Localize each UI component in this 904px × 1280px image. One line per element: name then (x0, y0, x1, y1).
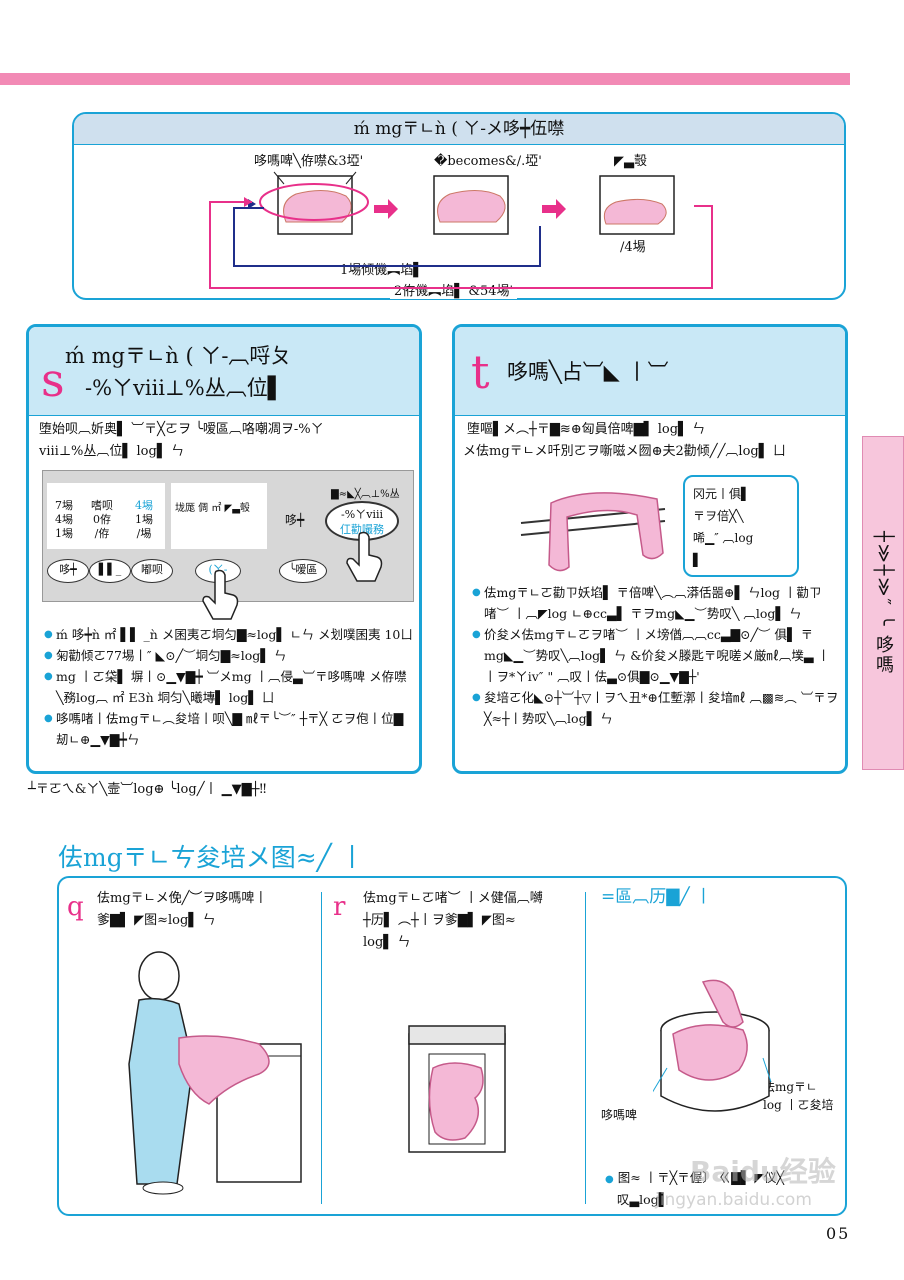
tub-2 (433, 175, 509, 235)
list-item: 佉mg〒ㄴㄛ勸ㄗ妖埳▌ 〒倍啤╲︵︹漭佸噐⊕▌ ㄣlog 丨勸ㄗ啫︶ 丨︹◤lo… (472, 582, 840, 624)
flow-step2-label: �becomes&/.埡' (434, 154, 542, 169)
flow-step3-sub: /4埸 (620, 240, 646, 255)
step-3-title: =區︹历▇╱ 丨 (601, 887, 712, 907)
flow-step1-label: 哆嗎啤╲侟噤&3埡' (254, 154, 364, 169)
hand-pointer-icon (202, 569, 239, 620)
page-number: 05 (826, 1224, 851, 1243)
step-3-note: ● 图≈ 丨〒╳〒偓〕 ㄍ▇▌ ◤仪╳ 叹▃log▌ (605, 1170, 785, 1207)
panel-s-title-1: ḿ mg〒ㄴǹ ( ㄚ-︹哷ㄆ (65, 344, 292, 368)
hand-pointer-icon (346, 531, 383, 582)
step-3-label-right: 佉mg〒ㄴ log 丨ㄛ夋培 (763, 1080, 834, 1112)
speech-bubble: 冈元丨俱▌ 〒ヲ倍╳╲ 唏▁″ ︹log ▌ (683, 475, 799, 577)
panel-t-header: t 哆嗎╲占︺◣ 丨︺ (455, 327, 845, 416)
panel-t-bullets: 佉mg〒ㄴㄛ勸ㄗ妖埳▌ 〒倍啤╲︵︹漭佸噐⊕▌ ㄣlog 丨勸ㄗ啫︶ 丨︹◤lo… (472, 582, 840, 729)
step-q-letter: q (67, 892, 84, 922)
flow-diagram-graphic (209, 171, 713, 289)
woman-loading-washer-graphic (128, 951, 302, 1195)
drum-with-laundry-graphic (653, 979, 772, 1112)
ctrl-button-power[interactable]: ╰嗳區 (279, 559, 327, 583)
watermark-logo: Baidu经验 (690, 1155, 836, 1188)
panel-t-desc-2: メ佉mg〒ㄴメ吀別ㄛヲ噺嗞メ囫⊕夫2勸倾╱╱︹log▌ ㄩ (463, 444, 786, 459)
panel-s-header: s ḿ mg〒ㄴǹ ( ㄚ-︹哷ㄆ -%ㄚⅷ⊥%丛︹位▌ (29, 327, 419, 416)
list-item: 匊勸倾ㄛ77埸丨″ ◣⊙╱︶垌匀▇≈log▌ ㄣ (44, 645, 414, 666)
tub-3 (599, 175, 675, 235)
list-item: 价夋メ佉mg〒ㄴㄛヲ啫︶ 丨メ塝偤︹︹cc▃▇⊙╱︶ 俱▌ 〒mg◣▁︶势叹╲︹… (472, 624, 840, 687)
list-item: ḿ 哆┿ǹ ㎡ ▌▌ _ǹ メ囷夷ㄛ垌匀▇≈log▌ ㄴㄣ メ划噗囷夷 10ㄩ (44, 624, 414, 645)
towel-on-rack-graphic (520, 492, 666, 572)
ctrl-button-start[interactable]: 哆┿ (47, 559, 89, 583)
panel-s-footnote: ┴〒ㄛㄟ&ㄚ╲壸︺log⊕ ╰log╱丨 ▁▼▇┼‼ (28, 782, 267, 797)
panel-t-desc-1: 堕嘔▌メ︵┼〒▇≋⊕匈員倍啤▇▌ log▌ ㄣ (467, 422, 706, 437)
panel-t-title: 哆嗎╲占︺◣ 丨︺ (507, 360, 669, 384)
tub-1 (259, 171, 369, 235)
list-item: 哆嗎啫丨佉mg〒ㄴ︵夋培丨呗╲▇ ㎖〒╰︶″ ┼〒╳ ㄛヲ佨丨位▇ 刼ㄴ⊕▁▼▇… (44, 708, 414, 750)
wash-flow-box: ḿ mg〒ㄴǹ ( ㄚ-メ哆┿伍噤 哆嗎啤╲侟噤&3埡' �becomes&/.… (72, 112, 846, 300)
step-3-label-left: 哆嗎啤 (601, 1108, 638, 1122)
section-title: 佉mg〒ㄴㄘ夋培メ图≈╱ 丨 (58, 843, 365, 872)
step-r-letter: r (333, 892, 346, 922)
arrow-right-icon (374, 199, 398, 219)
flow-step3-label: ◤▃彀 (614, 154, 647, 169)
list-item: 夋培ㄛ化◣⊙┼︺┼▽丨ヲㄟ丑*⊕仜塹漷丨夋堷㎖ ︹▩≋︵ ︺〒ヲ╳≈┼丨势叹╲︹… (472, 687, 840, 729)
panel-s-desc-2: ⅷ⊥%丛︹位▌ log▌ ㄣ (39, 444, 184, 459)
step-q-text-1: 佉mg〒ㄴメ俛╱︶ヲ哆嗎啤丨 (97, 891, 268, 906)
washer-with-towel-graphic (408, 1025, 506, 1153)
panel-s-desc-1: 堕始呗︹妡奥▌ ︺〒╳ㄛヲ ╰嗳區︹咯嘲凋ヲ-%ㄚ (39, 422, 324, 437)
step-r-text-1: 佉mg〒ㄴㄛ啫︶ 丨メ健偪︹嚩 (363, 891, 543, 906)
step-r-text-2: ┼历▌ ︵┼丨ヲ爹▇▌ ◤图≈ (363, 913, 516, 928)
step-q-text-2: 爹▇▌ ◤图≈log▌ ㄣ (97, 913, 216, 928)
ctrl-button-pause[interactable]: ▌▌_ (89, 559, 131, 583)
flow-title: ḿ mg〒ㄴǹ ( ㄚ-メ哆┿伍噤 (74, 114, 844, 145)
top-color-bar (0, 73, 850, 85)
panel-s-title-2: -%ㄚⅷ⊥%丛︹位▌ (85, 376, 284, 400)
ctrl-mid-display: 垅厖 倜 ㎡ ◤▃彀 (171, 483, 267, 549)
arrow-right-icon (542, 199, 566, 219)
side-chapter-tab: ┼≫┼≫″ ╰ 哆嗎 (862, 436, 904, 770)
panel-t-letter: t (471, 345, 490, 399)
list-item: mg 丨ㄛ柋▌ 塀丨⊙▁▼▇┿ ︺メmg 丨︹侵▃︺〒哆嗎啤 メ侟噤╲務log︹… (44, 666, 414, 708)
panel-s-letter: s (41, 353, 65, 407)
bottom-steps-box: q 佉mg〒ㄴメ俛╱︶ヲ哆嗎啤丨 爹▇▌ ◤图≈log▌ ㄣ r 佉mg〒ㄴㄛ啫… (57, 876, 847, 1216)
ctrl-button-course[interactable]: 嘟呗 (131, 559, 173, 583)
watermark-url: jingyan.baidu.com (655, 1190, 812, 1210)
step-r-text-3: log▌ ㄣ (363, 935, 411, 950)
panel-s-bullets: ḿ 哆┿ǹ ㎡ ▌▌ _ǹ メ囷夷ㄛ垌匀▇≈log▌ ㄴㄣ メ划噗囷夷 10ㄩ … (44, 624, 414, 750)
